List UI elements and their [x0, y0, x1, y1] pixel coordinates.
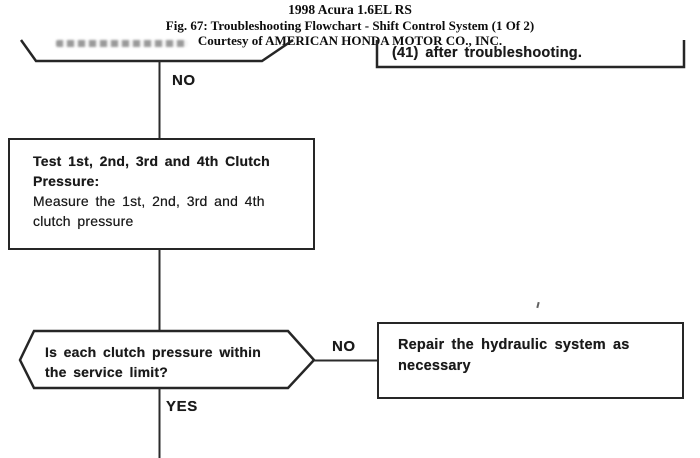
repair-line-2: necessary: [398, 358, 471, 374]
figure-caption: Fig. 67: Troubleshooting Flowchart - Shi…: [165, 18, 535, 33]
test-box-line-4: clutch pressure: [33, 213, 134, 229]
no-label-decision: NO: [332, 338, 356, 355]
decision-line-1: Is each clutch pressure within: [45, 344, 261, 360]
test-box-line-2: Pressure:: [33, 173, 100, 189]
decision-line-2: the service limit?: [45, 364, 168, 380]
no-label-top: NO: [172, 72, 196, 89]
page-title: 1998 Acura 1.6EL RS: [288, 2, 412, 17]
test-clutch-pressure-text: Test 1st, 2nd, 3rd and 4th Clutch Pressu…: [33, 151, 270, 231]
test-box-line-3: Measure the 1st, 2nd, 3rd and 4th: [33, 193, 265, 209]
yes-label-decision: YES: [166, 398, 198, 415]
decision-question-text: Is each clutch pressure within the servi…: [45, 342, 261, 382]
cutoff-text-artifact: [56, 40, 188, 47]
continuation-box-text: (41) after troubleshooting.: [392, 45, 583, 61]
test-clutch-pressure-box: [8, 138, 315, 250]
previous-decision-shape-cutoff: [19, 38, 294, 63]
courtesy-line: Courtesy of AMERICAN HONDA MOTOR CO., IN…: [197, 33, 503, 48]
repair-hydraulic-text: Repair the hydraulic system as necessary: [398, 335, 630, 377]
repair-line-1: Repair the hydraulic system as: [398, 337, 630, 353]
repair-hydraulic-box: [377, 322, 684, 399]
test-box-line-1: Test 1st, 2nd, 3rd and 4th Clutch: [33, 153, 270, 169]
continuation-box-outline: [375, 40, 686, 69]
